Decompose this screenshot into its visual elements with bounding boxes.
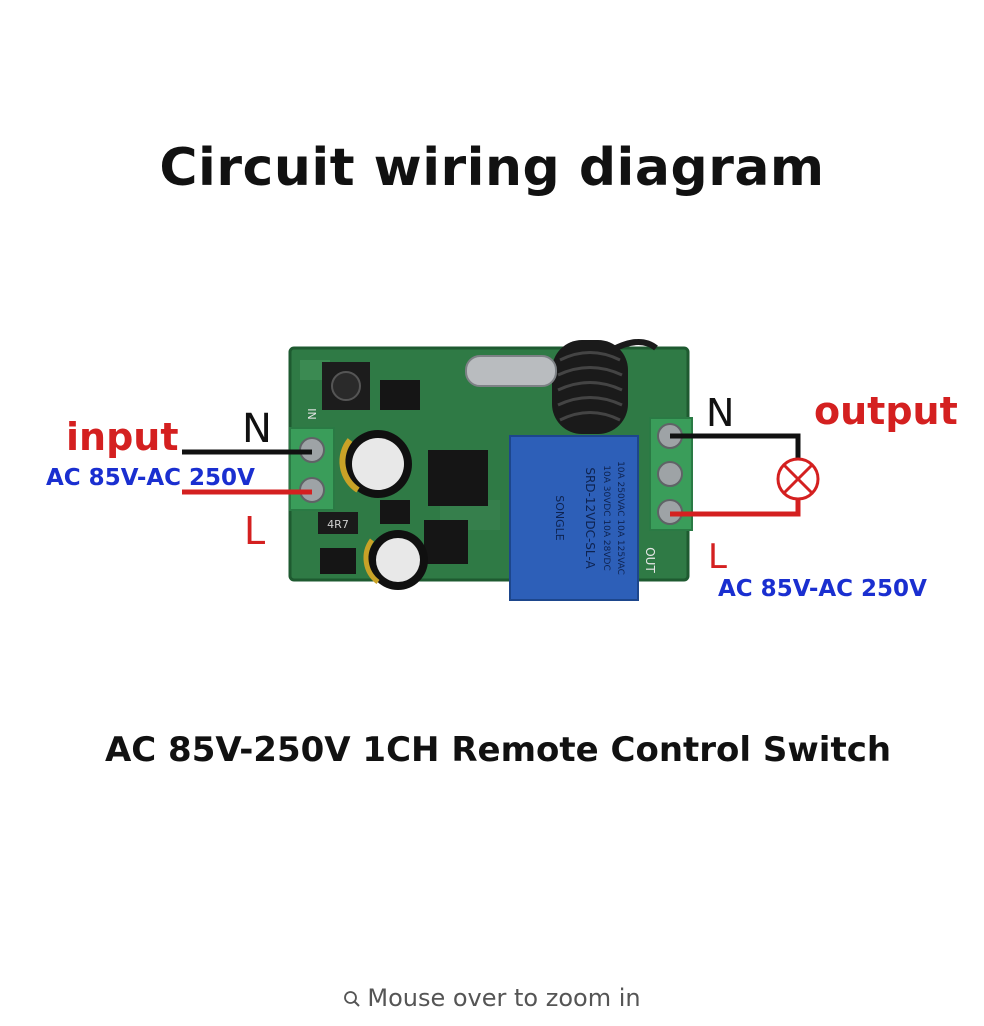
svg-text:10A 250VAC 10A 125VAC: 10A 250VAC 10A 125VAC [615,461,625,575]
in-marking: IN [305,408,318,419]
output-label: output [814,389,958,433]
inductor [428,450,488,506]
svg-text:SRD-12VDC-SL-A: SRD-12VDC-SL-A [583,467,597,569]
capacitor-small [363,530,428,590]
svg-text:SONGLE: SONGLE [553,495,566,541]
out-marking: OUT [643,547,657,573]
antenna-coil [552,339,658,434]
output-voltage-label: AC 85V-AC 250V [718,576,927,602]
learn-button [322,362,370,410]
magnifier-icon [343,990,361,1008]
input-label: input [66,415,179,459]
resistor-4r7: 4R7 [318,512,358,534]
ic-chip [380,500,410,524]
zoom-hint-text: Mouse over to zoom in [367,984,641,1012]
output-neutral-label: N [706,391,734,435]
crystal-oscillator [465,355,557,387]
input-live-label: L [244,509,265,553]
ic-chip [424,520,468,564]
output-live-wire [670,498,801,517]
ic-chip [380,380,420,410]
zoom-hint[interactable]: Mouse over to zoom in [0,984,984,1012]
ic-chip [320,548,356,574]
input-terminal-block [289,427,335,511]
output-neutral-wire [670,433,801,460]
output-live-label: L [708,537,727,577]
input-neutral-label: N [242,406,272,452]
input-voltage-label: AC 85V-AC 250V [46,465,255,491]
capacitor-large [339,430,412,498]
page-title: Circuit wiring diagram [159,138,825,198]
relay: 10A 250VAC 10A 125VAC 10A 30VDC 10A 28VD… [509,435,639,601]
svg-text:4R7: 4R7 [327,518,349,531]
svg-text:10A 30VDC 10A 28VDC: 10A 30VDC 10A 28VDC [601,465,611,570]
product-caption: AC 85V-250V 1CH Remote Control Switch [104,730,892,770]
lamp-load-icon [776,457,820,501]
